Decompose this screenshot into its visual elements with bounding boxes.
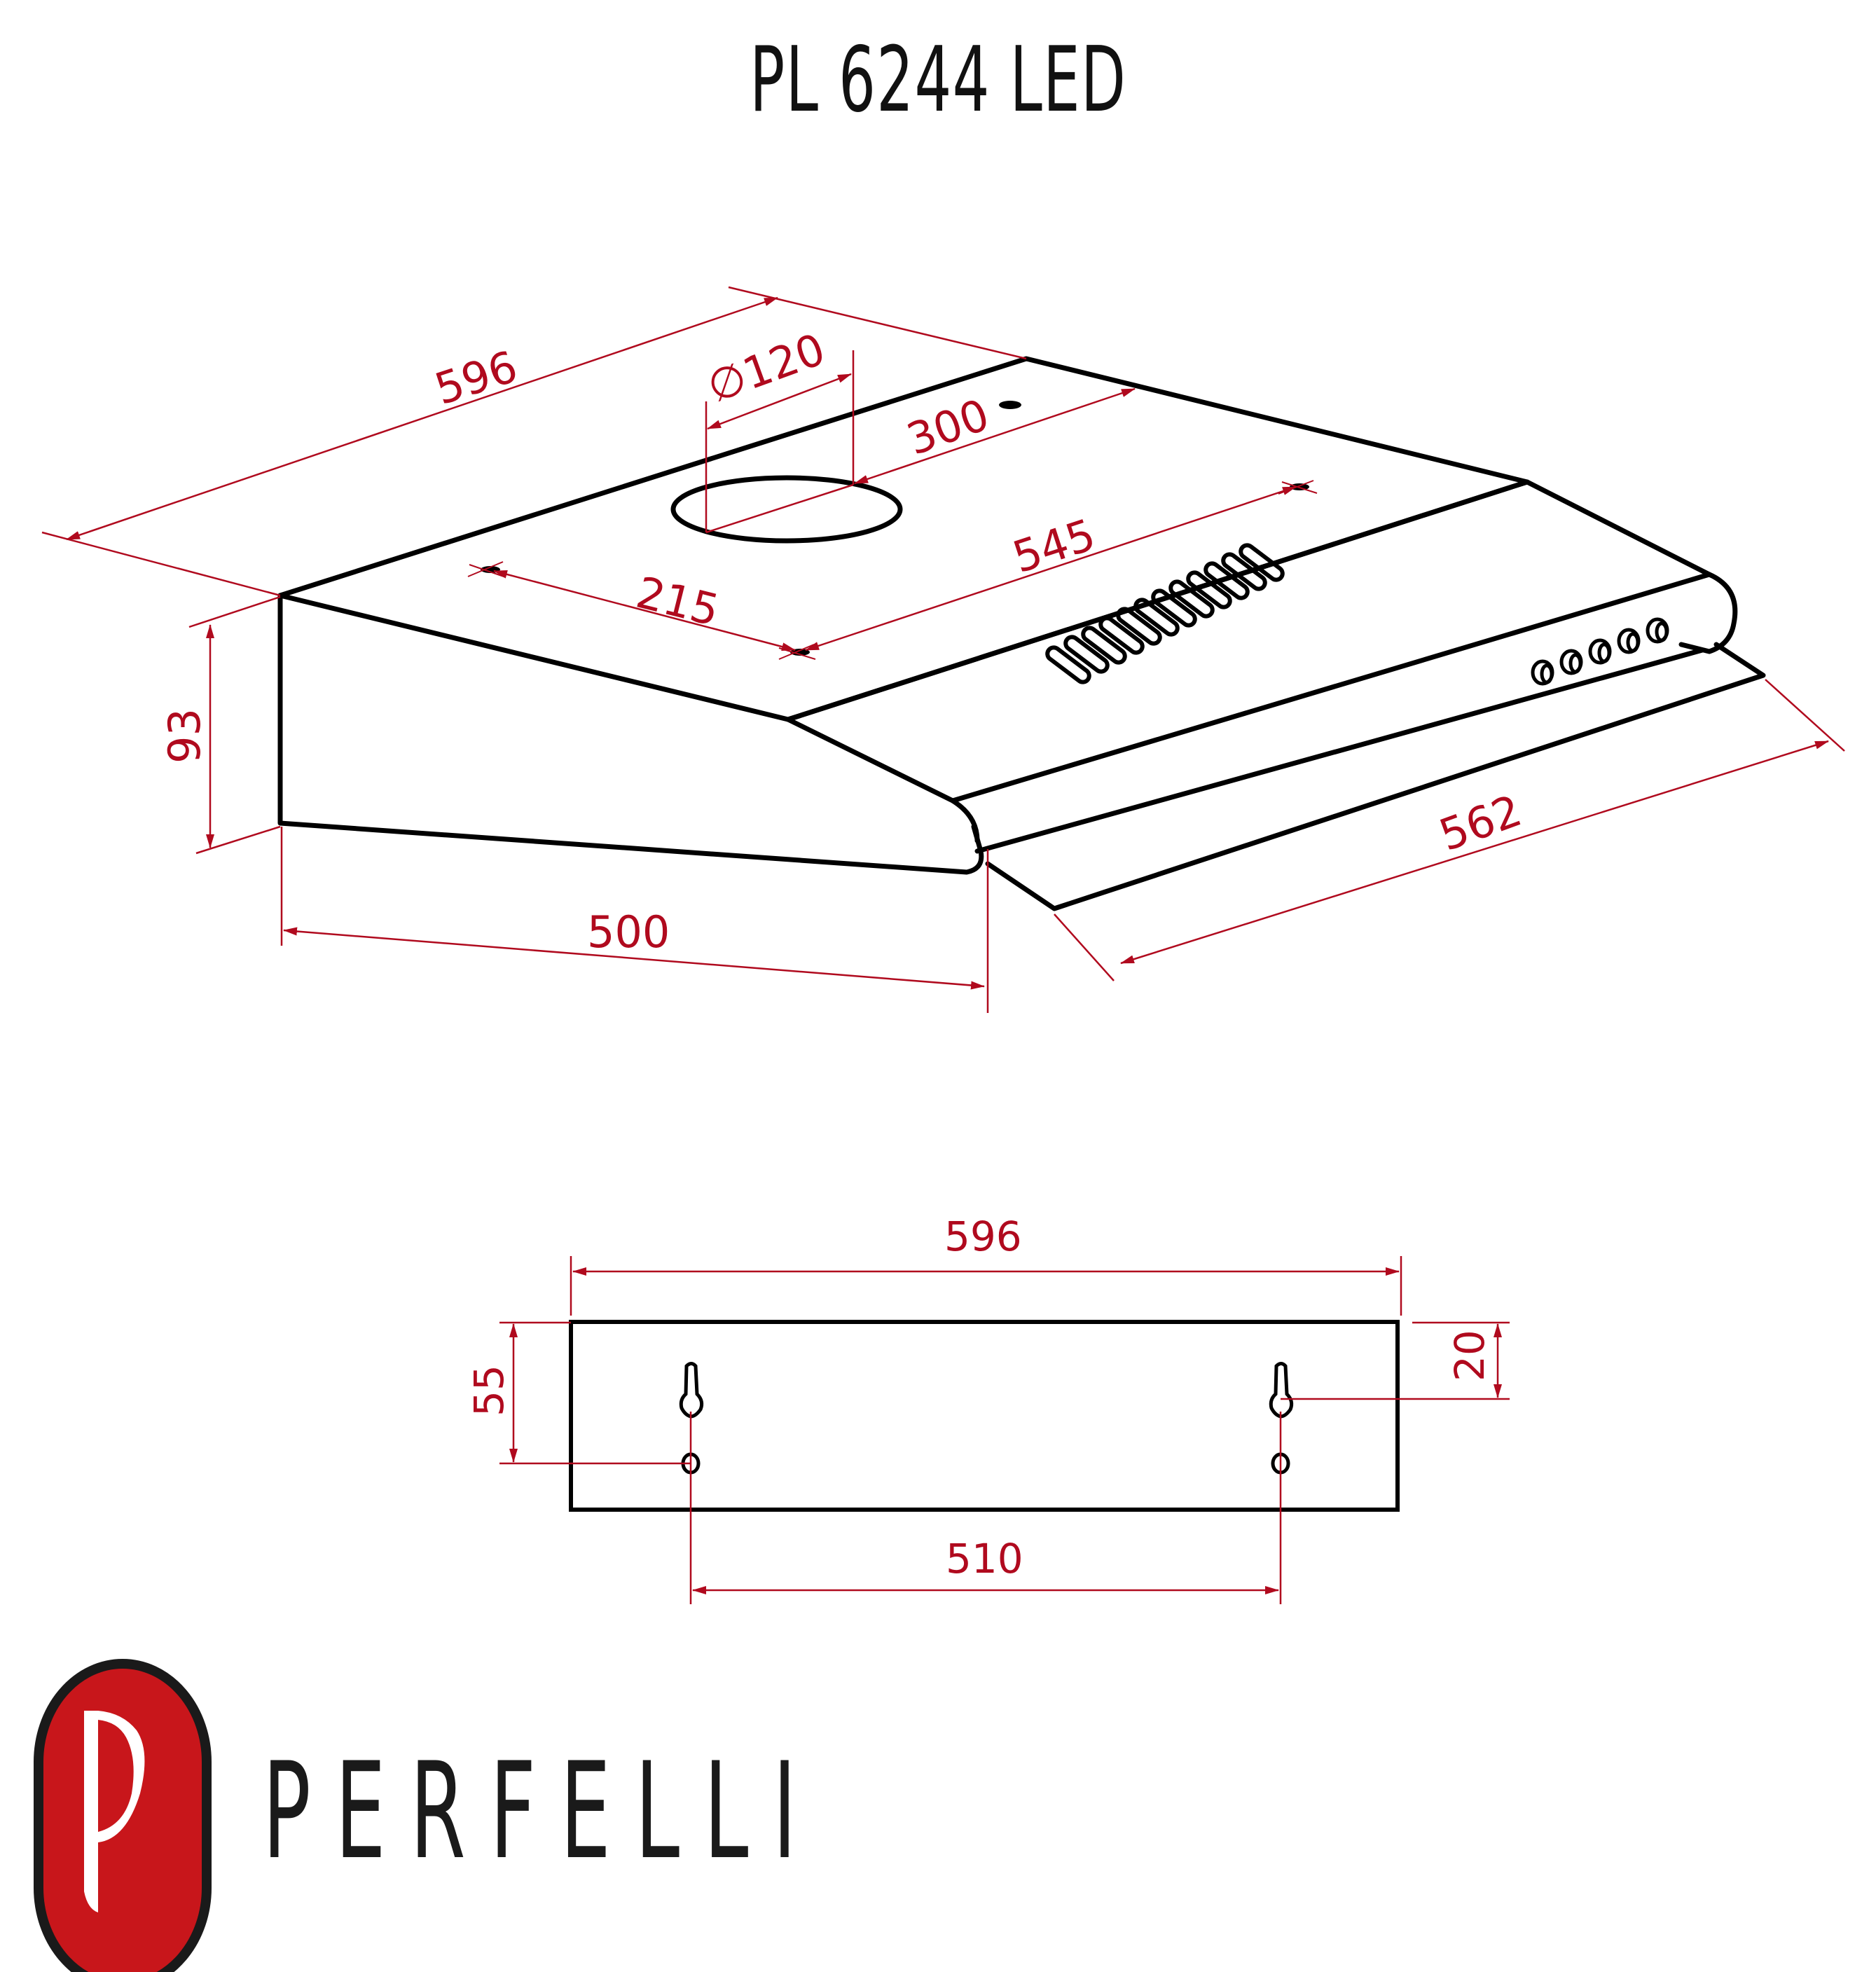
iso-dimension-labels: 596 ∅120 300 215 545 93 500 562: [159, 324, 1528, 958]
brand-logo-mark: [34, 1659, 212, 1972]
dim-duct-offset: 300: [900, 389, 995, 465]
back-dimension-labels: 596 55 20 510: [465, 1213, 1494, 1583]
dim-keyhole-offset: 20: [1446, 1330, 1494, 1381]
indicator-dot: [999, 401, 1021, 409]
control-buttons: [1531, 617, 1669, 686]
back-dimension-lines: [499, 1256, 1510, 1604]
dim-width-iso: 596: [429, 340, 523, 415]
keyhole-left: [679, 1362, 704, 1419]
back-panel: [569, 1320, 1400, 1512]
dim-depth: 500: [587, 906, 670, 958]
dim-height: 93: [159, 708, 210, 764]
keyhole-right: [1269, 1362, 1294, 1419]
mounting-marks: [467, 480, 1318, 660]
dim-hole-spacing-side: 215: [631, 567, 724, 636]
brand-name: PERFELLI: [263, 1734, 821, 1889]
dim-duct-diameter: ∅120: [701, 324, 832, 413]
model-title: PL 6244 LED: [750, 28, 1127, 132]
hood-isometric: [277, 356, 1766, 911]
iso-dimension-lines: [41, 286, 1845, 1013]
dim-width-back: 596: [944, 1213, 1022, 1260]
dim-hole-spacing-back: 545: [1007, 509, 1101, 583]
dim-height-to-hole: 55: [465, 1365, 513, 1416]
dim-visor-width: 562: [1433, 785, 1528, 861]
dim-hole-spacing: 510: [946, 1535, 1023, 1583]
